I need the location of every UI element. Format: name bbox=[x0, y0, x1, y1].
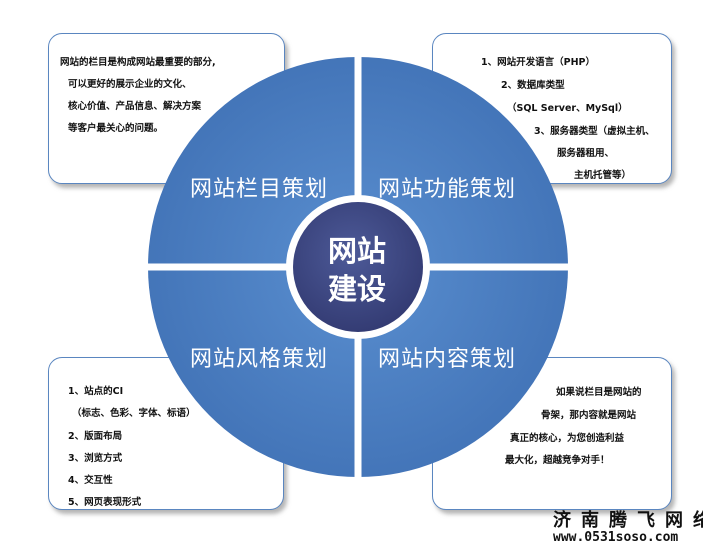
note-line: 骨架，那内容就是网站 bbox=[541, 410, 637, 421]
note-line: （SQL Server、MySql） bbox=[507, 103, 628, 114]
note-line: 2、版面布局 bbox=[68, 431, 123, 442]
note-line: 等客户最关心的问题。 bbox=[68, 123, 164, 134]
quadrant-label-bottom-left: 网站风格策划 bbox=[190, 347, 329, 372]
center-title-line2: 建设 bbox=[327, 272, 386, 306]
brand-url: www.0531soso.com bbox=[553, 530, 679, 545]
note-line: 1、站点的CI bbox=[68, 386, 124, 397]
note-line: 4、交互性 bbox=[68, 475, 113, 486]
note-line: 主机托管等） bbox=[574, 170, 632, 181]
note-line: 真正的核心，为您创造利益 bbox=[510, 433, 625, 444]
note-line: 如果说栏目是网站的 bbox=[556, 387, 642, 398]
note-line: 核心价值、产品信息、解决方案 bbox=[68, 101, 202, 112]
center-title: 网站 建设 bbox=[292, 232, 422, 308]
note-line: 3、服务器类型（虚拟主机、 bbox=[534, 126, 655, 137]
note-line: 1、网站开发语言（PHP） bbox=[481, 57, 595, 68]
note-line: 最大化，超越竞争对手！ bbox=[505, 455, 610, 466]
note-bottom-left: 1、站点的CI （标志、色彩、字体、标语） 2、版面布局 3、浏览方式 4、交互… bbox=[48, 357, 284, 510]
brand-name: 济南腾飞网络 bbox=[553, 510, 703, 531]
quadrant-label-top-left: 网站栏目策划 bbox=[190, 177, 329, 202]
quadrant-label-bottom-right: 网站内容策划 bbox=[378, 347, 517, 372]
note-line: 服务器租用、 bbox=[557, 148, 615, 159]
note-line: 3、浏览方式 bbox=[68, 453, 123, 464]
quadrant-label-top-right: 网站功能策划 bbox=[378, 177, 517, 202]
note-line: 5、网页表现形式 bbox=[68, 497, 142, 508]
note-line: 网站的栏目是构成网站最重要的部分, bbox=[60, 57, 216, 68]
note-line: 可以更好的展示企业的文化、 bbox=[68, 79, 192, 90]
note-line: 2、数据库类型 bbox=[501, 80, 565, 91]
center-title-line1: 网站 bbox=[327, 234, 386, 268]
note-line: （标志、色彩、字体、标语） bbox=[72, 408, 196, 419]
center-circle bbox=[293, 202, 423, 332]
